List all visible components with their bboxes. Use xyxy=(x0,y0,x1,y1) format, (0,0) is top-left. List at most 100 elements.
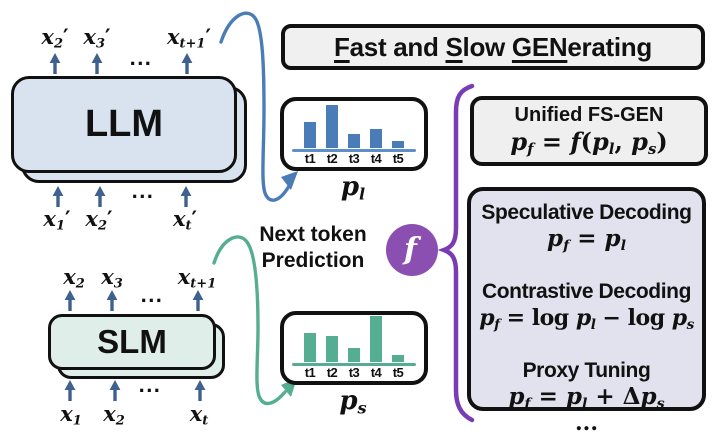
text-run: x xyxy=(177,264,191,289)
text-run: x xyxy=(103,401,116,426)
text-run: f xyxy=(524,395,531,412)
method-formula: pf = pl xyxy=(471,225,702,260)
unified-title: Unified FS-GEN xyxy=(514,104,664,126)
text-run: ′ xyxy=(105,24,111,49)
bar-t4 xyxy=(370,129,382,149)
text-run: ′ xyxy=(63,24,69,49)
text-run: s xyxy=(686,316,695,333)
text-run: 3 xyxy=(95,36,106,52)
up-arrow-icon xyxy=(94,186,106,207)
text-run: = xyxy=(499,304,532,331)
llm-box: LLM xyxy=(11,76,237,173)
llm-label: LLM xyxy=(84,103,164,145)
combine-function-node: f xyxy=(386,224,438,276)
p-s-label: ps xyxy=(339,386,366,418)
bar-t2 xyxy=(326,336,338,363)
text-run: = xyxy=(569,225,605,252)
tick-label: t1 xyxy=(304,151,316,166)
page-title: Fast and Slow GENerating xyxy=(334,32,652,63)
text-run: p xyxy=(510,127,528,156)
up-arrow-icon xyxy=(91,53,103,74)
slm-output-label: x3 xyxy=(101,264,123,292)
text-run: 2 xyxy=(53,36,64,52)
text-run: p xyxy=(479,304,495,331)
llm-input-label: xt′ xyxy=(173,206,197,234)
bar-t3 xyxy=(348,134,360,149)
llm-output-label: xt+1′ xyxy=(167,24,211,52)
bar-t1 xyxy=(304,333,316,363)
bar-t3 xyxy=(348,348,360,363)
up-arrow-icon xyxy=(64,380,76,401)
ellipsis-dots: ... xyxy=(140,282,164,307)
text-run: p xyxy=(604,225,621,252)
text-run: 2 xyxy=(97,218,108,234)
bar-area xyxy=(304,315,404,363)
text-run: F xyxy=(334,31,350,62)
ellipsis-dots: ... xyxy=(131,178,155,203)
slm-input-label: xt xyxy=(190,401,209,429)
up-arrow-icon xyxy=(192,290,204,311)
tick-label: t4 xyxy=(370,151,382,166)
next-token-line1: Next token xyxy=(259,223,367,246)
tick-label: t5 xyxy=(392,151,404,166)
text-run: s xyxy=(357,398,367,418)
text-run: 2 xyxy=(115,413,125,429)
text-run: s xyxy=(656,395,665,412)
slm-output-label: xt+1 xyxy=(178,264,217,292)
slm-box: SLM xyxy=(48,314,216,370)
methods-box: Speculative Decoding pf = pl Contrastive… xyxy=(467,187,706,434)
text-run: , xyxy=(614,127,632,156)
text-run: x xyxy=(41,24,54,49)
text-run: t xyxy=(185,218,192,234)
text-run: low xyxy=(462,31,512,62)
text-run: ( xyxy=(580,127,593,156)
text-run: f xyxy=(404,232,417,267)
text-run: ′ xyxy=(65,206,71,231)
tick-label: t5 xyxy=(392,365,404,380)
up-arrow-icon xyxy=(52,186,64,207)
text-run: p xyxy=(565,382,582,410)
method-name: Contrastive Decoding xyxy=(481,279,692,303)
ellipsis-dots: ... xyxy=(129,45,153,70)
text-run: p xyxy=(671,304,687,331)
unified-formula: pf = f(pl, ps) xyxy=(474,127,704,164)
text-run: x xyxy=(166,24,180,49)
text-run: log xyxy=(627,304,672,331)
text-run: p xyxy=(340,172,360,202)
slm-label: SLM xyxy=(97,323,167,360)
tick-label: t3 xyxy=(348,365,360,380)
llm-output-label: x2′ xyxy=(41,24,68,52)
text-run: S xyxy=(445,31,463,62)
axis-line xyxy=(292,149,416,152)
text-run: l xyxy=(608,140,615,159)
text-run: f xyxy=(570,127,581,156)
slm-output-label: x2 xyxy=(63,264,85,292)
up-arrow-icon xyxy=(180,186,192,207)
text-run: p xyxy=(631,127,648,156)
text-run: l xyxy=(359,184,366,204)
text-run: s xyxy=(647,140,657,159)
method-speculative-decoding: Speculative Decoding pf = pl xyxy=(471,201,702,260)
text-run: x xyxy=(172,206,186,231)
text-run: x xyxy=(101,264,114,289)
llm-input-label: x1′ xyxy=(43,206,70,234)
text-run: t+1 xyxy=(179,36,206,52)
text-run: ast and xyxy=(349,31,446,62)
tick-label: t2 xyxy=(326,365,338,380)
text-run: t+1 xyxy=(190,276,217,292)
text-run: p xyxy=(592,127,609,156)
text-run: ) xyxy=(656,127,668,156)
text-run: p xyxy=(546,225,564,252)
text-run: p xyxy=(575,304,591,331)
text-run: 1 xyxy=(72,413,82,429)
up-arrow-icon xyxy=(64,290,76,311)
text-run: = xyxy=(530,382,566,410)
method-formula: pf = log pl − log ps xyxy=(471,304,702,339)
tick-label: t3 xyxy=(348,151,360,166)
unified-fsgen-box: Unified FS-GEN pf = f(pl, ps) xyxy=(470,96,708,166)
